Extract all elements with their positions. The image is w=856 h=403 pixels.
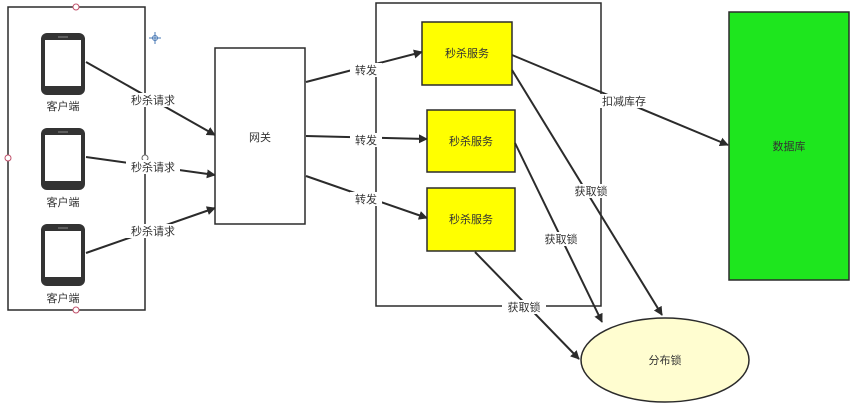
gateway-label: 网关 bbox=[249, 130, 271, 144]
selection-handle[interactable] bbox=[72, 306, 80, 314]
service-label: 秒杀服务 bbox=[445, 46, 489, 60]
forward-label: 转发 bbox=[355, 192, 377, 206]
move-handle-icon[interactable] bbox=[149, 32, 161, 44]
forward-label: 转发 bbox=[355, 63, 377, 77]
client-phone-icon[interactable] bbox=[41, 224, 85, 286]
acquire-lock-label: 获取锁 bbox=[545, 232, 578, 246]
client-label: 客户端 bbox=[47, 291, 80, 305]
acquire-lock-label: 获取锁 bbox=[508, 300, 541, 314]
client-phone-icon[interactable] bbox=[41, 33, 85, 95]
selection-handle[interactable] bbox=[4, 154, 12, 162]
service-box[interactable] bbox=[426, 109, 516, 173]
request-label: 秒杀请求 bbox=[131, 160, 175, 174]
request-label: 秒杀请求 bbox=[131, 224, 175, 238]
distributed-lock[interactable] bbox=[580, 317, 750, 403]
service-cluster[interactable] bbox=[375, 2, 602, 307]
service-box[interactable] bbox=[421, 21, 513, 86]
client-phone-icon[interactable] bbox=[41, 128, 85, 190]
forward-label: 转发 bbox=[355, 133, 377, 147]
service-box[interactable] bbox=[426, 187, 516, 252]
client-label: 客户端 bbox=[47, 99, 80, 113]
lock-label: 分布锁 bbox=[649, 353, 682, 367]
database-label: 数据库 bbox=[773, 139, 806, 153]
gateway-box[interactable] bbox=[214, 47, 306, 225]
database-box[interactable] bbox=[728, 11, 850, 281]
service-label: 秒杀服务 bbox=[449, 134, 493, 148]
acquire-lock-label: 获取锁 bbox=[575, 184, 608, 198]
client-label: 客户端 bbox=[47, 195, 80, 209]
selection-handle[interactable] bbox=[72, 3, 80, 11]
service-label: 秒杀服务 bbox=[449, 212, 493, 226]
request-label: 秒杀请求 bbox=[131, 93, 175, 107]
deduct-stock-label: 扣减库存 bbox=[602, 94, 646, 108]
